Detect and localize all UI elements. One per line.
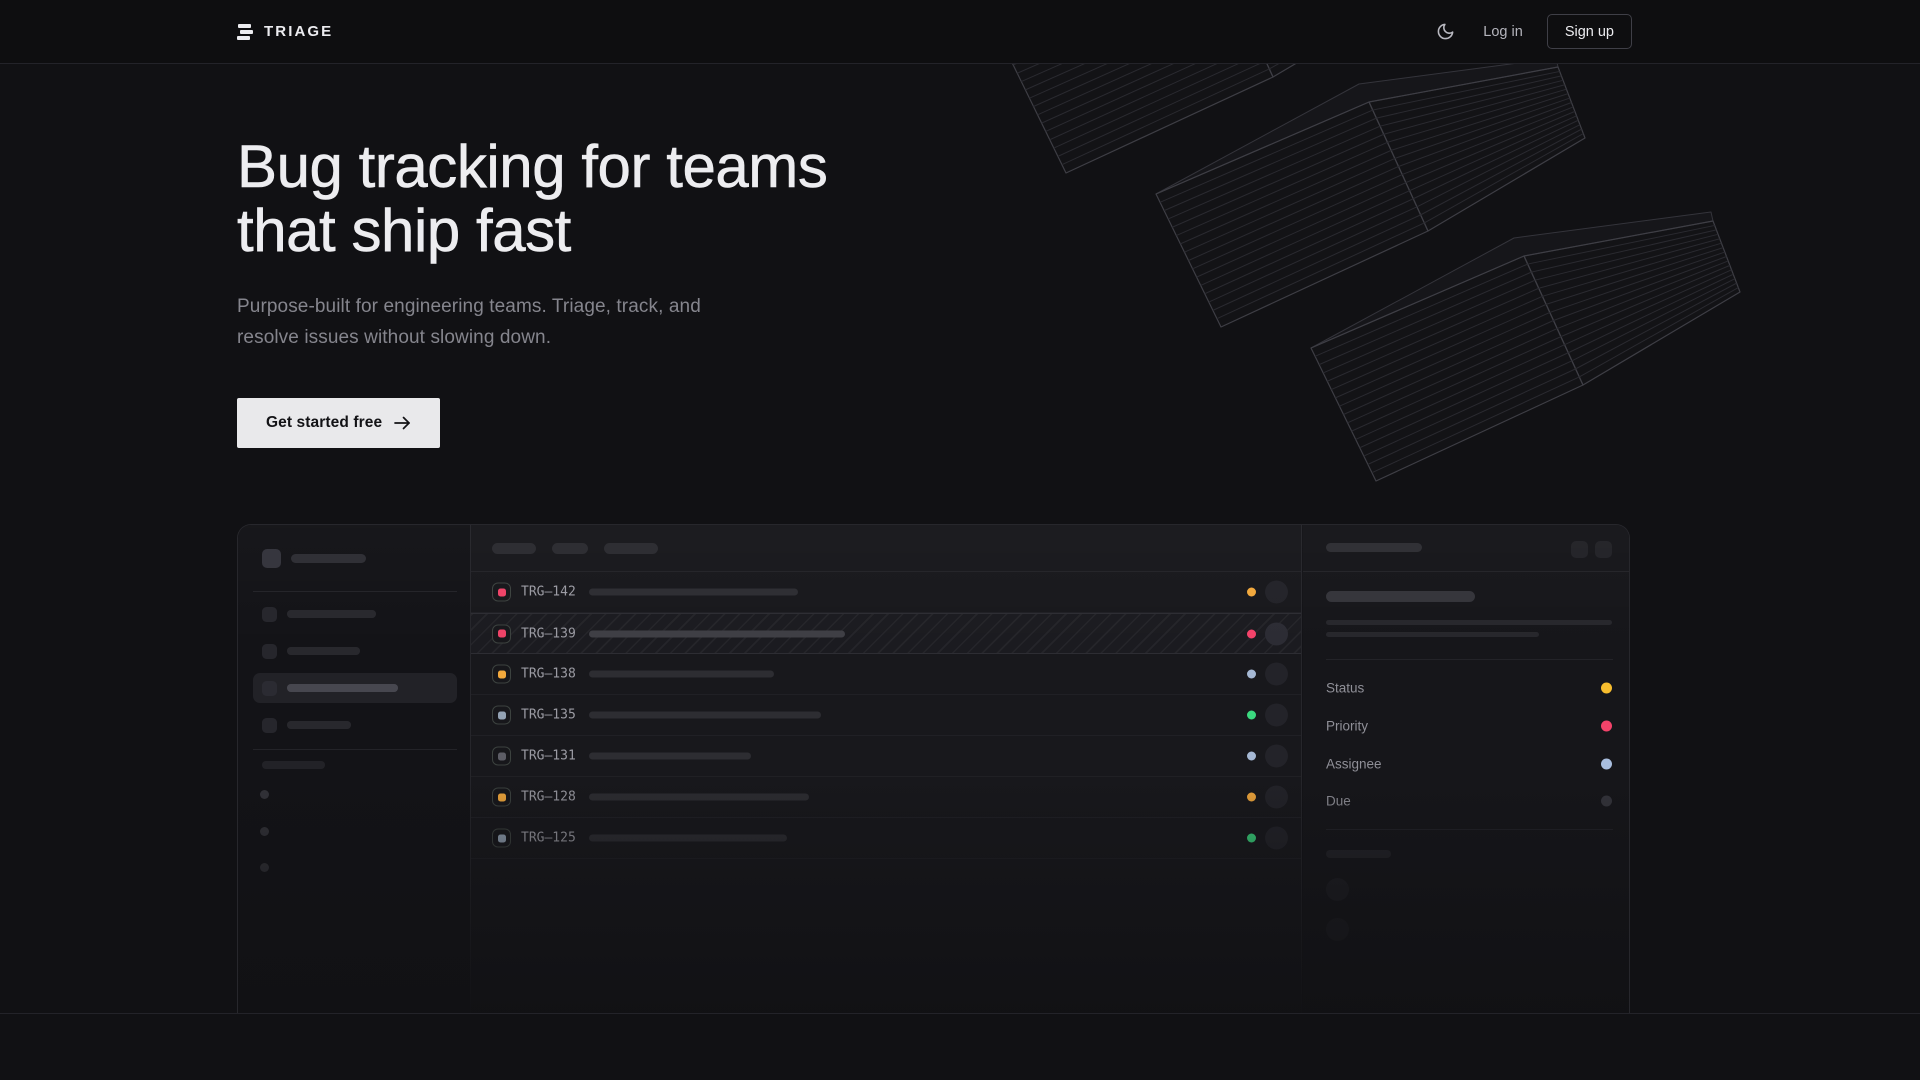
issue-avatar bbox=[1265, 580, 1288, 604]
issue-status-dot bbox=[1247, 629, 1256, 638]
next-section-band bbox=[0, 1015, 1920, 1080]
navbar: TRIAGE Log in Sign up bbox=[0, 0, 1920, 64]
issue-id: TRG–125 bbox=[521, 830, 576, 846]
brand-name: TRIAGE bbox=[264, 23, 334, 40]
issue-id: TRG–131 bbox=[521, 748, 576, 764]
sidebar-item-skeleton bbox=[253, 599, 457, 629]
issue-avatar bbox=[1265, 622, 1288, 645]
moon-icon bbox=[1437, 23, 1454, 40]
sidebar-item-skeleton-active bbox=[253, 673, 457, 703]
issue-title-skeleton bbox=[589, 588, 798, 596]
property-row: Priority bbox=[1326, 707, 1612, 745]
detail-text-skeleton bbox=[1326, 632, 1539, 637]
property-value-dot bbox=[1601, 795, 1612, 807]
detail-title-skeleton bbox=[1326, 591, 1475, 602]
triage-logo-icon bbox=[237, 23, 253, 40]
issue-title-skeleton bbox=[589, 752, 751, 760]
issue-avatar bbox=[1265, 785, 1288, 809]
issue-title-skeleton bbox=[589, 670, 774, 678]
brand[interactable]: TRIAGE bbox=[237, 23, 333, 40]
issue-row: TRG–135 bbox=[471, 695, 1301, 736]
workspace-icon-skeleton bbox=[262, 549, 281, 568]
sidebar-dot-skeleton bbox=[260, 789, 269, 799]
sidebar-item-skeleton bbox=[253, 710, 457, 740]
property-value-dot bbox=[1601, 720, 1612, 732]
sidebar-item-skeleton bbox=[253, 636, 457, 666]
sidebar-dot-skeleton bbox=[260, 826, 269, 836]
issue-title-skeleton bbox=[589, 711, 821, 719]
issue-type-icon bbox=[492, 705, 511, 725]
issue-row: TRG–128 bbox=[471, 777, 1301, 818]
issue-id: TRG–128 bbox=[521, 789, 576, 805]
issue-title-skeleton bbox=[589, 793, 809, 801]
issue-type-icon bbox=[492, 664, 511, 684]
hero-subtitle: Purpose-built for engineering teams. Tri… bbox=[237, 296, 701, 348]
detail-header-button-skeleton bbox=[1571, 541, 1588, 558]
property-value-dot bbox=[1601, 758, 1612, 770]
arrow-right-icon bbox=[394, 416, 411, 430]
property-row: Status bbox=[1326, 669, 1612, 707]
issue-status-dot bbox=[1247, 833, 1256, 843]
issue-avatar bbox=[1265, 744, 1288, 768]
mockup-tabs-skeleton bbox=[471, 525, 1301, 571]
get-started-button[interactable]: Get started free bbox=[237, 398, 441, 448]
detail-avatar-skeleton bbox=[1326, 918, 1349, 941]
issue-row: TRG–131 bbox=[471, 736, 1301, 777]
issue-status-dot bbox=[1247, 751, 1256, 761]
issue-type-icon bbox=[492, 828, 511, 848]
issue-type-icon bbox=[492, 582, 511, 602]
issue-type-icon bbox=[492, 746, 511, 766]
detail-header-skeleton bbox=[1326, 543, 1422, 552]
property-value-dot bbox=[1601, 682, 1612, 694]
property-label: Priority bbox=[1326, 718, 1369, 734]
get-started-label: Get started free bbox=[266, 414, 383, 431]
detail-text-skeleton bbox=[1326, 620, 1612, 625]
issue-avatar bbox=[1265, 703, 1288, 727]
issue-title-skeleton bbox=[589, 834, 787, 842]
property-label: Status bbox=[1326, 680, 1365, 696]
issue-avatar bbox=[1265, 662, 1288, 686]
signup-button[interactable]: Sign up bbox=[1546, 14, 1632, 49]
issue-title-skeleton bbox=[589, 630, 845, 637]
sidebar-section-label-skeleton bbox=[262, 761, 325, 769]
workspace-name-skeleton bbox=[291, 554, 366, 563]
property-label: Assignee bbox=[1326, 756, 1382, 772]
sidebar-dot-skeleton bbox=[260, 863, 269, 872]
detail-footer-skeleton bbox=[1326, 850, 1391, 858]
issue-avatar bbox=[1265, 826, 1288, 850]
issue-id: TRG–138 bbox=[521, 666, 576, 682]
issue-row: TRG–138 bbox=[471, 654, 1301, 695]
login-link[interactable]: Log in bbox=[1483, 23, 1523, 40]
issue-row: TRG–142 bbox=[471, 572, 1301, 613]
issue-type-icon bbox=[492, 787, 511, 807]
issue-status-dot bbox=[1247, 710, 1256, 720]
issue-row: TRG–125 bbox=[471, 818, 1301, 859]
property-row: Due bbox=[1326, 782, 1612, 820]
issue-row: TRG–139 bbox=[471, 613, 1301, 654]
property-row: Assignee bbox=[1326, 745, 1612, 783]
issue-status-dot bbox=[1247, 792, 1256, 802]
detail-avatar-skeleton bbox=[1326, 878, 1349, 901]
issue-status-dot bbox=[1247, 669, 1256, 679]
issue-status-dot bbox=[1247, 587, 1256, 597]
issue-id: TRG–135 bbox=[521, 707, 576, 723]
issue-type-icon bbox=[492, 624, 511, 643]
issue-id: TRG–142 bbox=[521, 584, 576, 600]
property-label: Due bbox=[1326, 793, 1351, 809]
mockup-sidebar bbox=[238, 525, 470, 1013]
issue-id: TRG–139 bbox=[521, 626, 576, 641]
detail-header-button-skeleton bbox=[1595, 541, 1612, 558]
theme-toggle-button[interactable] bbox=[1433, 20, 1457, 44]
